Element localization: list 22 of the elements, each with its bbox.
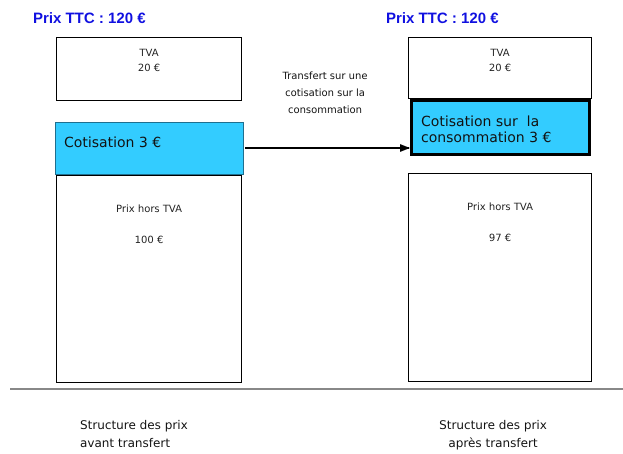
arrow (245, 144, 410, 152)
vat-box (56, 37, 242, 101)
contribution-box (410, 99, 591, 156)
vat-box (408, 37, 592, 99)
box-heading: TVA (138, 48, 160, 59)
amount-text: 20 € (136, 63, 162, 74)
price-heading: Prix TTC : 120 € (33, 10, 146, 27)
contribution-box (55, 122, 244, 175)
edge-label: Transfert sur une cotisation sur la consommation (282, 70, 368, 118)
caption-text: Structure des prix avant transfert (80, 417, 189, 452)
box-heading: Prix hors TVA (466, 202, 534, 213)
price-box (408, 173, 592, 382)
box-heading: Prix hors TVA (115, 204, 183, 215)
price-box (56, 175, 242, 383)
amount-text: 100 € (134, 235, 164, 246)
box-heading: TVA (489, 48, 511, 59)
box-heading: Cotisation sur la consommation 3 € (421, 114, 552, 146)
box-heading: Cotisation 3 € (64, 135, 162, 151)
amount-text: 20 € (488, 63, 512, 74)
caption-text: Structure des prix après transfert (438, 417, 548, 452)
price-heading: Prix TTC : 120 € (386, 10, 499, 27)
amount-text: 97 € (488, 233, 512, 244)
